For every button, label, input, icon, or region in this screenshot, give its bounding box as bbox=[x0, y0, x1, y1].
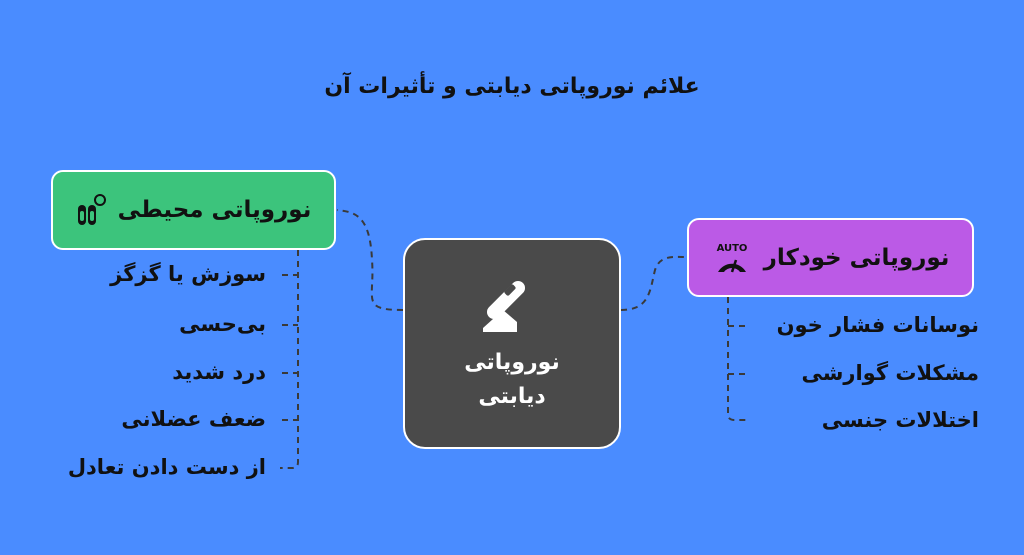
peripheral-neuropathy-label: نوروپاتی محیطی bbox=[117, 197, 312, 223]
central-topic-node: نوروپاتی دیابتی bbox=[403, 238, 621, 449]
autonomic-neuropathy-node: نوروپاتی خودکار AUTO bbox=[687, 218, 974, 297]
right-item-0: نوسانات فشار خون bbox=[776, 313, 979, 337]
central-topic-line1: نوروپاتی bbox=[464, 350, 560, 375]
left-item-0: سوزش یا گزگز bbox=[110, 262, 266, 286]
right-item-2: اختلالات جنسی bbox=[821, 408, 979, 432]
autonomic-neuropathy-label: نوروپاتی خودکار bbox=[763, 244, 950, 271]
right-list-line bbox=[727, 297, 746, 421]
left-list-line bbox=[280, 250, 299, 469]
left-item-2: درد شدید bbox=[172, 360, 266, 384]
auto-gauge-text: AUTO bbox=[716, 243, 747, 254]
connector-center-right bbox=[620, 255, 688, 311]
right-item-1: مشکلات گوارشی bbox=[801, 361, 979, 385]
left-item-3: ضعف عضلانی bbox=[121, 407, 266, 431]
central-topic-line2: دیابتی bbox=[478, 384, 546, 409]
left-item-4: از دست دادن تعادل bbox=[67, 455, 266, 479]
auto-gauge-icon: AUTO bbox=[712, 240, 752, 276]
connector-center-left bbox=[336, 209, 404, 311]
peripheral-neuropathy-node: نوروپاتی محیطی bbox=[51, 170, 336, 250]
glucose-meter-icon bbox=[483, 280, 526, 332]
fingertips-icon bbox=[76, 193, 106, 227]
diagram-title: علائم نوروپاتی دیابتی و تأثیرات آن bbox=[324, 74, 700, 99]
left-item-1: بی‌حسی bbox=[179, 312, 266, 336]
